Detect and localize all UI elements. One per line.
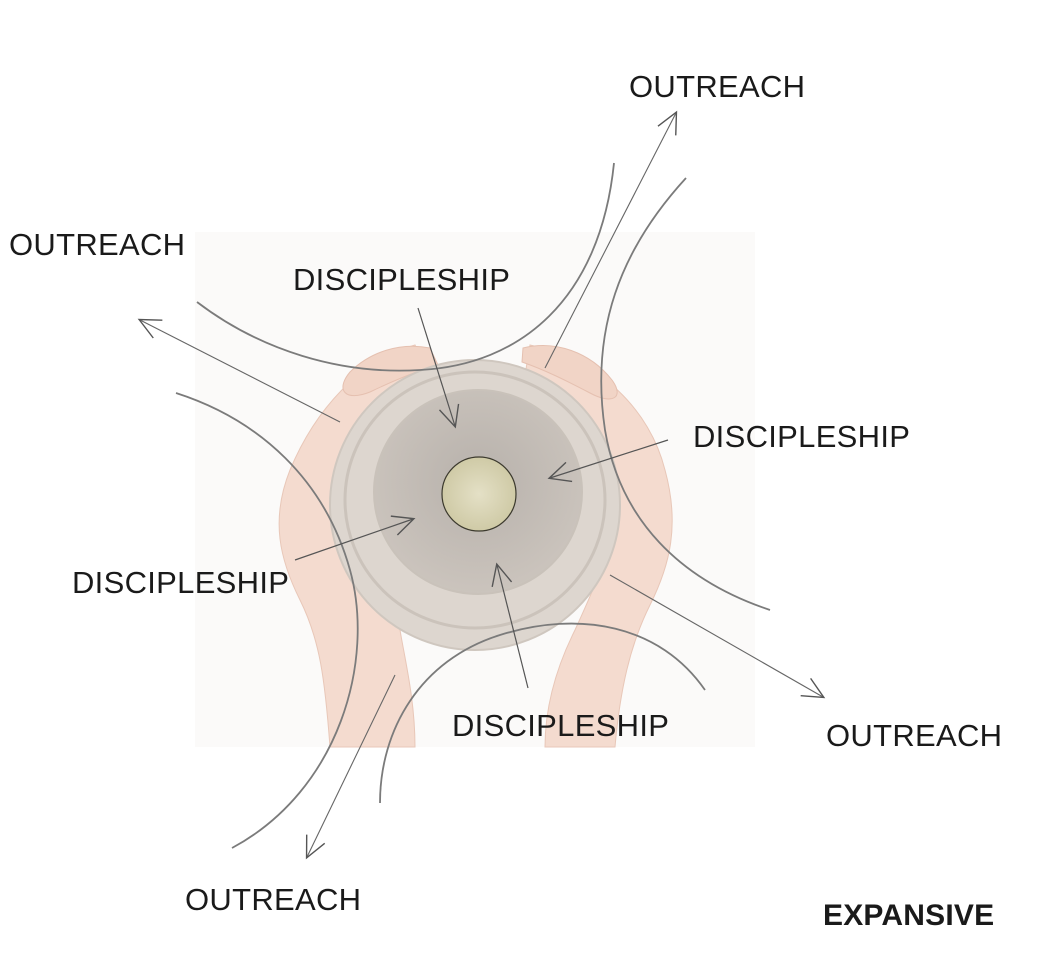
- pot-rim-ridge: [343, 370, 607, 630]
- discipleship-arrow-right: [547, 439, 669, 483]
- label-discipleship-left: DISCIPLESHIP: [72, 565, 290, 600]
- curve-bottom: [379, 622, 706, 804]
- label-discipleship-right: DISCIPLESHIP: [693, 419, 911, 454]
- pot-center: [441, 456, 517, 532]
- diagram-title: EXPANSIVE: [823, 899, 995, 932]
- discipleship-arrow-left: [294, 515, 416, 561]
- outreach-arrow-top-right: [544, 110, 678, 369]
- outreach-arrows: [137, 110, 826, 860]
- discipleship-arrow-top: [417, 307, 460, 429]
- curve-top: [196, 162, 615, 372]
- label-discipleship-bottom: DISCIPLESHIP: [452, 708, 670, 743]
- label-outreach-bottom-right: OUTREACH: [826, 718, 1003, 753]
- outreach-arrow-bottom-right: [609, 574, 826, 699]
- label-outreach-bottom: OUTREACH: [185, 882, 362, 917]
- curve-right: [600, 177, 771, 611]
- discipleship-arrows: [294, 307, 669, 689]
- label-outreach-left: OUTREACH: [9, 227, 186, 262]
- label-discipleship-top: DISCIPLESHIP: [293, 262, 511, 297]
- discipleship-arrow-bottom: [491, 562, 529, 689]
- outreach-arrow-left: [137, 318, 341, 423]
- right-hand-fingers: [521, 345, 618, 400]
- label-outreach-top-right: OUTREACH: [629, 69, 806, 104]
- expansion-curves: [175, 162, 771, 849]
- curve-left: [175, 392, 359, 849]
- clay-pot: [329, 359, 621, 651]
- outreach-arrow-bottom: [305, 674, 396, 860]
